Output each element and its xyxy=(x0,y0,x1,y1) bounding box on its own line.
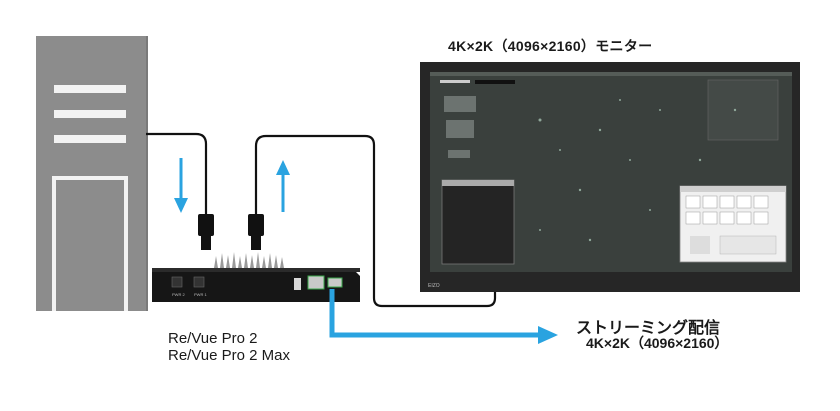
tower-panel xyxy=(52,176,128,311)
pc-tower xyxy=(36,36,148,311)
streaming-title: ストリーミング配信 xyxy=(576,320,721,337)
drive-bay-3 xyxy=(54,135,126,143)
ethernet-port xyxy=(307,275,325,290)
up-arrow-icon xyxy=(276,160,290,212)
power-port-2 xyxy=(171,276,183,288)
device-names: Re/Vue Pro 2 Re/Vue Pro 2 Max xyxy=(168,330,290,364)
device-name-2: Re/Vue Pro 2 Max xyxy=(168,347,290,364)
drive-bay-2 xyxy=(54,110,126,118)
monitor: EIZO xyxy=(420,62,800,292)
screen-panel-left xyxy=(441,179,515,265)
down-arrow-icon xyxy=(174,158,188,213)
streaming-resolution: 4K×2K（4096×2160） xyxy=(586,335,729,351)
screen-widgets xyxy=(444,96,476,158)
hdmi-cable-in xyxy=(146,132,214,250)
monitor-brand: EIZO xyxy=(428,283,440,289)
power-port-1 xyxy=(193,276,205,288)
screen-panel-top-right xyxy=(707,79,779,141)
revue-device: PWR 2 PWR 1 xyxy=(152,252,360,302)
usb-port xyxy=(294,278,301,290)
dialog-thumbnails xyxy=(685,195,769,225)
drive-bay-1 xyxy=(54,85,126,93)
screen-dots xyxy=(538,99,737,242)
hdmi-cable-out xyxy=(248,134,497,308)
monitor-title: 4K×2K（4096×2160）モニター xyxy=(448,38,653,54)
streaming-arrow-icon xyxy=(329,289,558,344)
heatsink-fins xyxy=(214,252,284,268)
device-name-1: Re/Vue Pro 2 xyxy=(168,330,258,347)
port-label-1: PWR 2 xyxy=(172,292,185,297)
port-label-2: PWR 1 xyxy=(194,292,207,297)
hdmi-port xyxy=(327,277,343,288)
